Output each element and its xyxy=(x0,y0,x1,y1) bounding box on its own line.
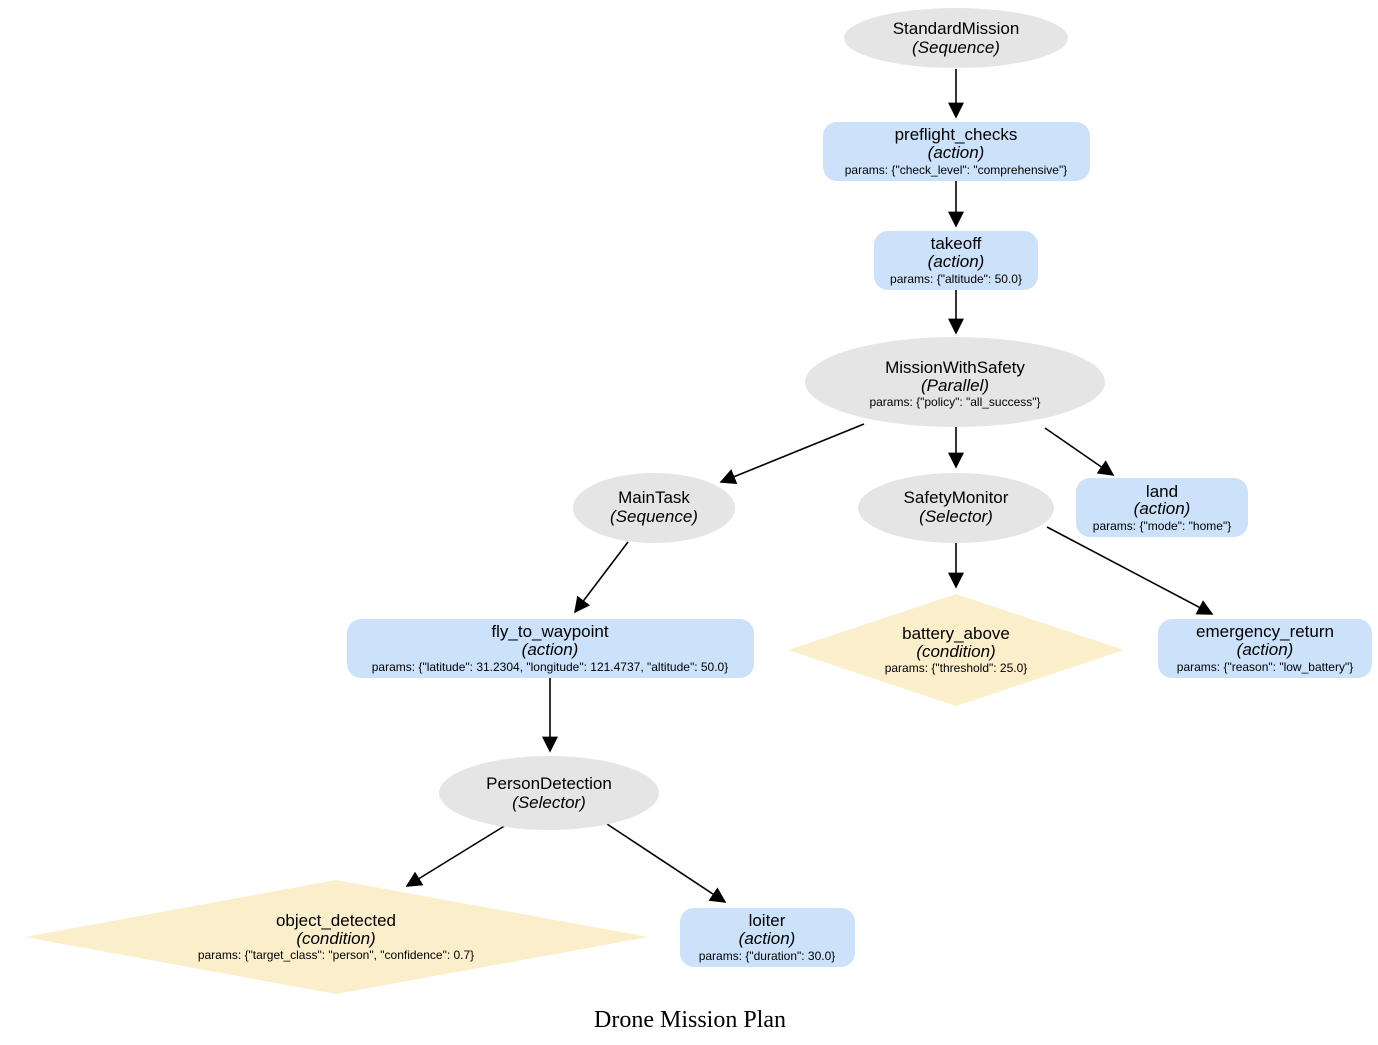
node-loiter-type: (action) xyxy=(739,929,796,948)
node-mission-with-safety-shape xyxy=(805,337,1105,427)
node-preflight-checks-type: (action) xyxy=(928,143,985,162)
node-land-label: land xyxy=(1146,482,1178,501)
node-safety-monitor: SafetyMonitor (Selector) xyxy=(858,473,1054,543)
node-safety-monitor-type: (Selector) xyxy=(919,507,993,526)
node-mission-with-safety-label: MissionWithSafety xyxy=(885,358,1025,377)
node-emergency-return: emergency_return (action) params: {"reas… xyxy=(1158,619,1372,678)
node-land-shape xyxy=(1076,478,1248,537)
node-emergency-return-type: (action) xyxy=(1237,640,1294,659)
node-preflight-checks-shape xyxy=(823,122,1090,181)
edge-safetymonitor-emergencyreturn xyxy=(1046,526,1214,615)
node-fly-to-waypoint-shape xyxy=(347,619,754,678)
edges xyxy=(405,69,1214,903)
node-object-detected-type: (condition) xyxy=(296,929,375,948)
node-emergency-return-params: params: {"reason": "low_battery"} xyxy=(1177,660,1353,674)
node-land: land (action) params: {"mode": "home"} xyxy=(1076,478,1248,537)
node-main-task-label: MainTask xyxy=(618,488,690,507)
node-standard-mission-shape xyxy=(844,8,1068,68)
node-fly-to-waypoint: fly_to_waypoint (action) params: {"latit… xyxy=(347,619,754,678)
node-safety-monitor-shape xyxy=(858,473,1054,543)
node-standard-mission-type: (Sequence) xyxy=(912,38,1000,57)
node-battery-above-params: params: {"threshold": 25.0} xyxy=(885,661,1028,675)
edge-persondetection-objectdetected xyxy=(405,824,507,887)
node-preflight-checks-params: params: {"check_level": "comprehensive"} xyxy=(845,163,1067,177)
node-loiter: loiter (action) params: {"duration": 30.… xyxy=(680,908,855,967)
node-land-params: params: {"mode": "home"} xyxy=(1093,519,1231,533)
edge-persondetection-loiter xyxy=(606,823,727,903)
node-object-detected: object_detected (condition) params: {"ta… xyxy=(25,880,648,994)
node-standard-mission-label: StandardMission xyxy=(893,19,1020,38)
node-main-task-type: (Sequence) xyxy=(610,507,698,526)
node-takeoff: takeoff (action) params: {"altitude": 50… xyxy=(874,231,1038,290)
node-battery-above-shape xyxy=(788,594,1124,706)
node-safety-monitor-label: SafetyMonitor xyxy=(904,488,1009,507)
node-standard-mission: StandardMission (Sequence) xyxy=(844,8,1068,68)
diagram-title: Drone Mission Plan xyxy=(594,1007,786,1033)
node-fly-to-waypoint-params: params: {"latitude": 31.2304, "longitude… xyxy=(372,660,728,674)
node-mission-with-safety-params: params: {"policy": "all_success"} xyxy=(869,395,1040,409)
node-battery-above: battery_above (condition) params: {"thre… xyxy=(788,594,1124,706)
node-object-detected-label: object_detected xyxy=(276,911,396,930)
node-fly-to-waypoint-label: fly_to_waypoint xyxy=(491,622,608,641)
node-person-detection-type: (Selector) xyxy=(512,793,586,812)
node-loiter-label: loiter xyxy=(749,911,786,930)
node-object-detected-shape xyxy=(25,880,648,994)
edge-missionwithsafety-land xyxy=(1044,427,1115,476)
node-takeoff-params: params: {"altitude": 50.0} xyxy=(890,272,1022,286)
node-loiter-shape xyxy=(680,908,855,967)
edge-maintask-flytowaypoint xyxy=(574,541,629,614)
node-preflight-checks-label: preflight_checks xyxy=(895,125,1018,144)
node-emergency-return-label: emergency_return xyxy=(1196,622,1334,641)
node-land-type: (action) xyxy=(1134,499,1191,518)
node-main-task: MainTask (Sequence) xyxy=(573,473,735,543)
node-loiter-params: params: {"duration": 30.0} xyxy=(699,949,836,963)
node-takeoff-type: (action) xyxy=(928,252,985,271)
node-main-task-shape xyxy=(573,473,735,543)
node-person-detection: PersonDetection (Selector) xyxy=(439,756,659,830)
node-object-detected-params: params: {"target_class": "person", "conf… xyxy=(198,948,474,962)
node-battery-above-label: battery_above xyxy=(902,624,1010,643)
node-emergency-return-shape xyxy=(1158,619,1372,678)
node-person-detection-shape xyxy=(439,756,659,830)
node-takeoff-shape xyxy=(874,231,1038,290)
node-takeoff-label: takeoff xyxy=(931,234,982,253)
node-battery-above-type: (condition) xyxy=(916,642,995,661)
edge-missionwithsafety-maintask xyxy=(719,423,865,485)
node-preflight-checks: preflight_checks (action) params: {"chec… xyxy=(823,122,1090,181)
node-mission-with-safety-type: (Parallel) xyxy=(921,376,989,395)
node-mission-with-safety: MissionWithSafety (Parallel) params: {"p… xyxy=(805,337,1105,427)
node-person-detection-label: PersonDetection xyxy=(486,774,612,793)
node-fly-to-waypoint-type: (action) xyxy=(522,640,579,659)
